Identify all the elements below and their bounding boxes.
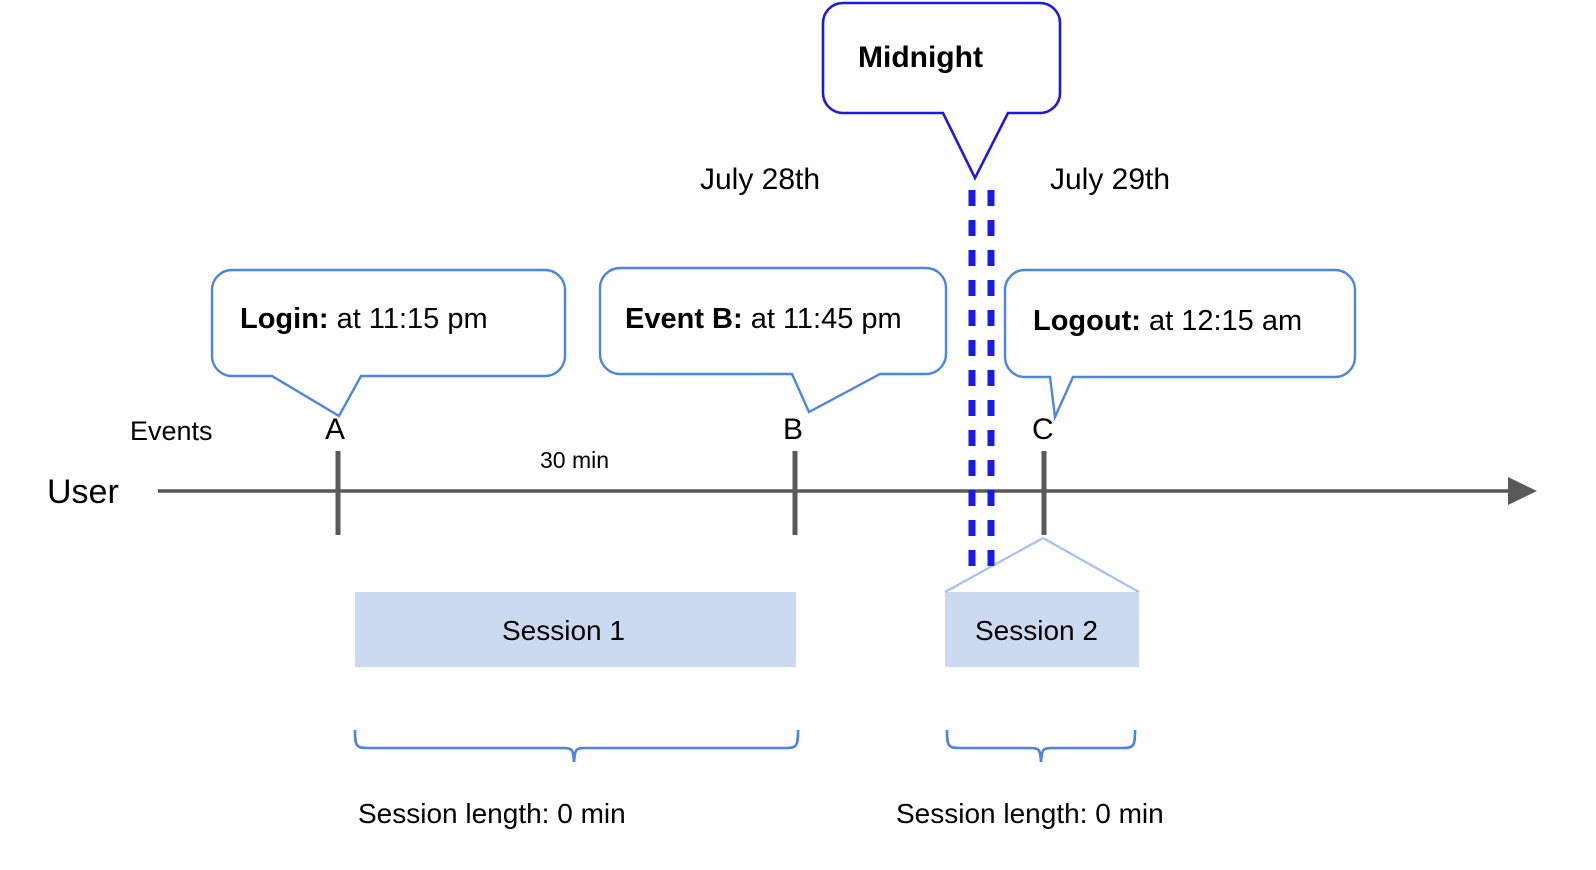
session-1-brace (353, 729, 800, 763)
midnight-callout-bubble (821, 1, 1062, 181)
midnight-callout-label: Midnight (858, 41, 983, 74)
timeline-arrow-head (1508, 477, 1537, 505)
event-b-callout-label: Event B: at 11:45 pm (625, 305, 902, 334)
date-label-july-29: July 29th (1050, 163, 1171, 196)
session-2-brace (945, 729, 1137, 763)
login-callout-bubble (210, 268, 567, 418)
logout-callout-bubble (1003, 268, 1357, 422)
event-b-callout-rest: at 11:45 pm (742, 303, 902, 335)
logout-callout-label: Logout: at 12:15 am (1033, 307, 1302, 336)
event-marker-label-b: B (783, 413, 804, 446)
logout-callout-bold: Logout: (1033, 305, 1141, 337)
user-row-label: User (47, 473, 119, 511)
event-b-callout-bubble (598, 266, 948, 414)
event-marker-label-c: C (1032, 413, 1054, 446)
date-label-july-28: July 28th (700, 163, 821, 196)
session-2-length-label: Session length: 0 min (896, 798, 1164, 829)
session-1-length-label: Session length: 0 min (358, 798, 626, 829)
event-marker-label-a: A (325, 413, 346, 446)
logout-callout-rest: at 12:15 am (1140, 305, 1303, 337)
session-2-bar (945, 592, 1139, 667)
session-1-label: Session 1 (502, 615, 625, 646)
duration-label-30-min: 30 min (540, 447, 610, 473)
event-b-callout-bold: Event B: (625, 303, 743, 335)
session-2-label: Session 2 (975, 615, 1098, 646)
session-1-bar (355, 592, 796, 667)
events-row-label: Events (130, 416, 213, 446)
login-callout-rest: at 11:15 pm (328, 303, 488, 335)
login-callout-bold: Login: (240, 303, 329, 335)
login-callout-label: Login: at 11:15 pm (240, 305, 488, 334)
